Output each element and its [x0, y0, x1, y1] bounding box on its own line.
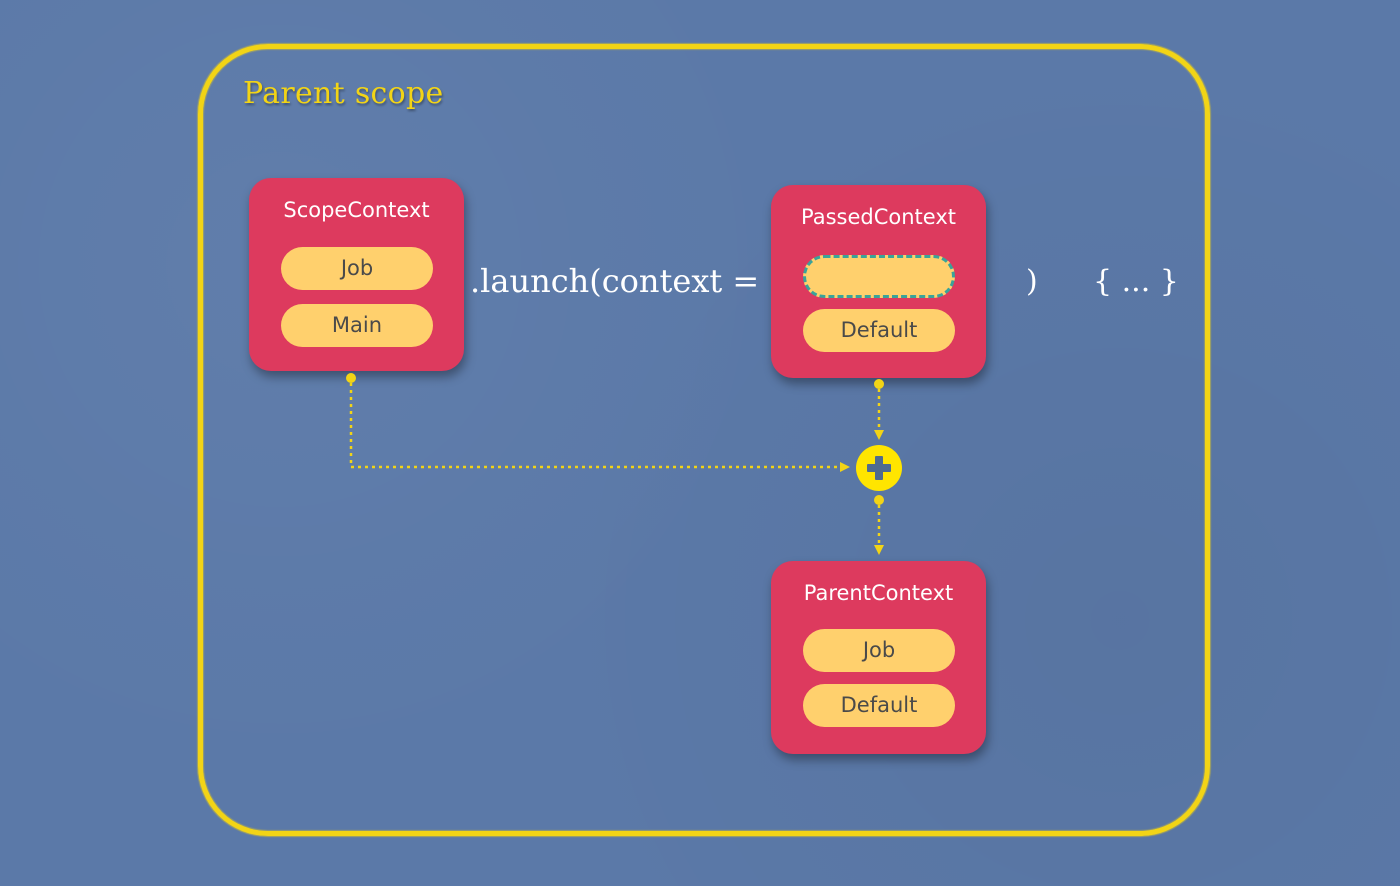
- passed-context-empty-slot: [803, 255, 955, 298]
- scope-context-title: ScopeContext: [283, 198, 430, 222]
- launch-body-braces: { ... }: [1093, 264, 1179, 299]
- scope-context-connector-dot: [346, 373, 356, 383]
- parent-scope-frame: [198, 44, 1210, 836]
- parent-context-title: ParentContext: [803, 581, 954, 605]
- launch-call-text: .launch(context =: [470, 262, 760, 300]
- parent-context-default-element: Default: [803, 684, 955, 727]
- launch-close-paren: ): [1026, 264, 1038, 299]
- scope-context-to-merge-line: [349, 383, 850, 472]
- merge-output-dot: [874, 495, 884, 505]
- passed-context-title: PassedContext: [801, 205, 956, 229]
- scope-context-box: ScopeContext Job Main: [249, 178, 464, 371]
- scope-context-main-element: Main: [281, 304, 433, 347]
- plus-circle-icon: [856, 445, 902, 491]
- passed-context-box: PassedContext Default: [771, 185, 986, 378]
- scope-context-job-element: Job: [281, 247, 433, 290]
- parent-context-job-element: Job: [803, 629, 955, 672]
- passed-context-default-element: Default: [803, 309, 955, 352]
- passed-context-connector-dot: [874, 379, 884, 389]
- parent-context-box: ParentContext Job Default: [771, 561, 986, 754]
- parent-scope-title: Parent scope: [243, 76, 444, 111]
